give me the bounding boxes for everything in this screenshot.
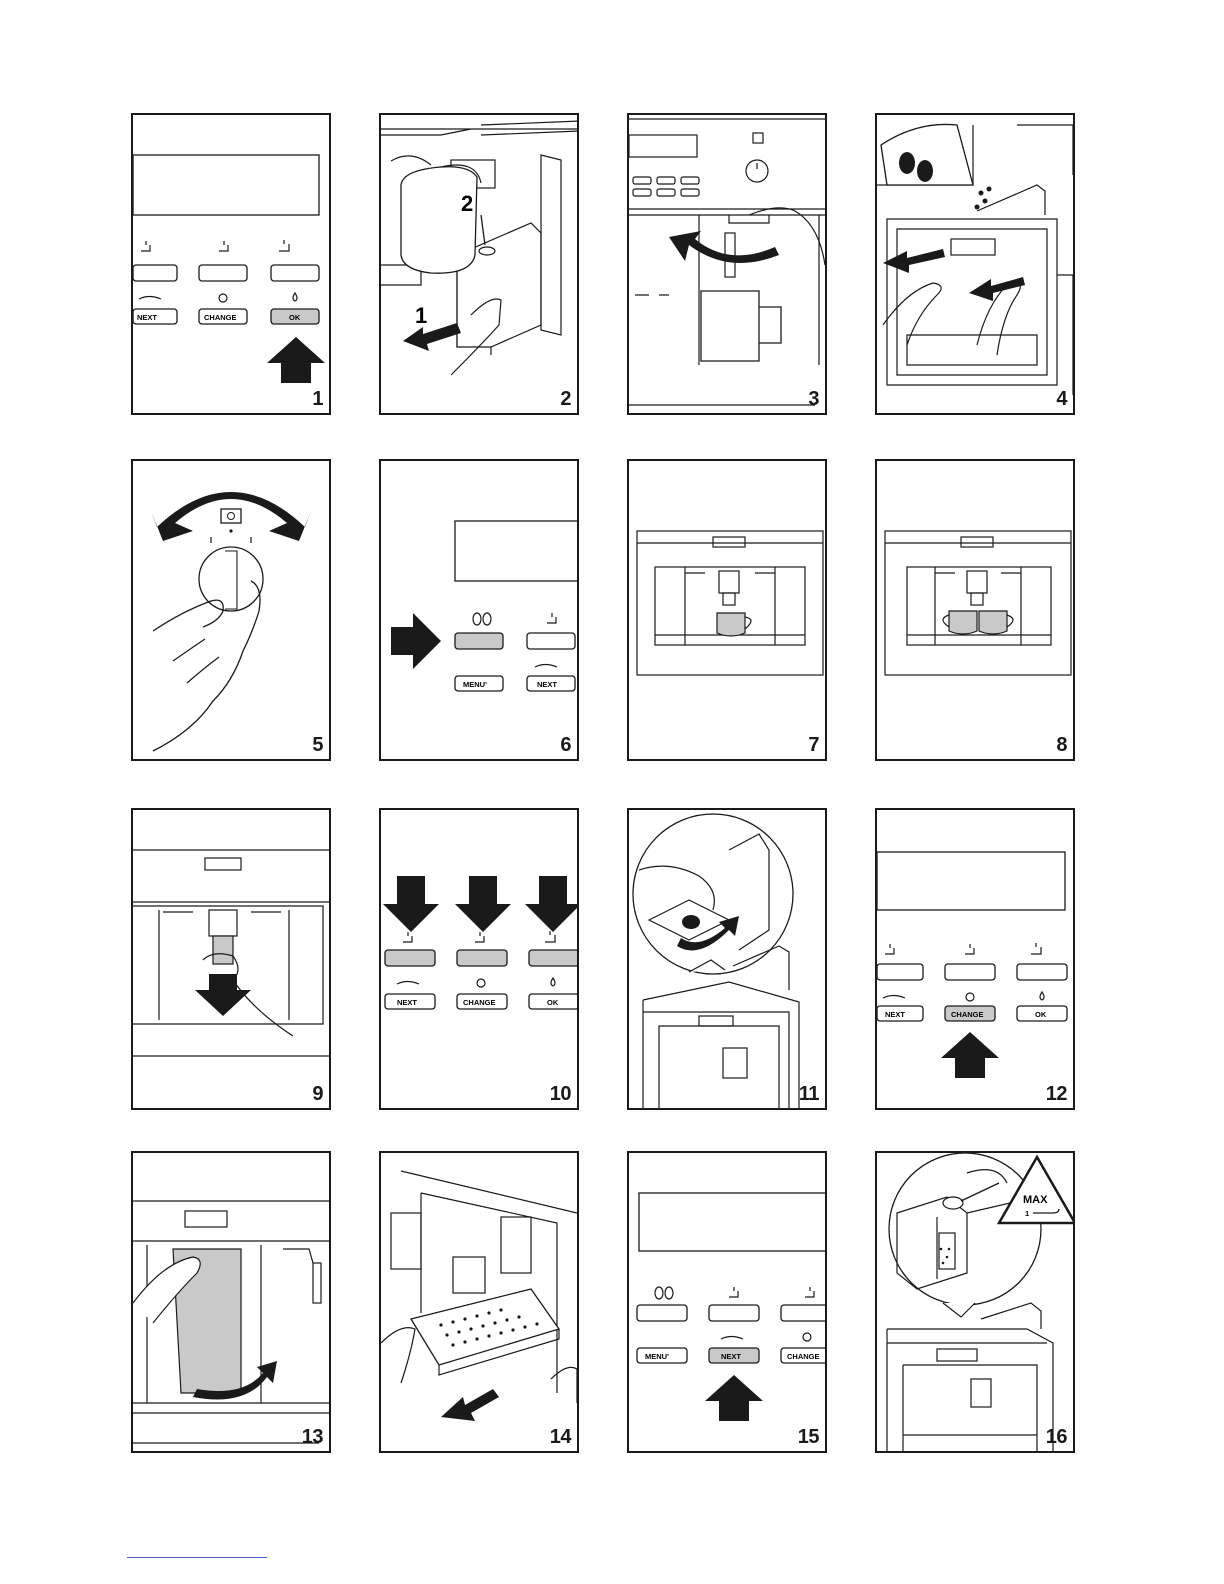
coffee-bean-icon (655, 1287, 663, 1299)
down-arrow-icon (455, 876, 511, 932)
panel-number: 10 (550, 1084, 571, 1104)
illustration-panel-5: 5 (131, 459, 331, 761)
down-arrow-icon (383, 876, 439, 932)
illustration-panel-9: 9 (131, 808, 331, 1110)
panel-number: 7 (808, 735, 819, 755)
pull-arrow-icon (403, 323, 461, 351)
coffee-bean-icon (917, 160, 933, 182)
max-quantity: 1 (1025, 1209, 1029, 1218)
footer-rule (127, 1557, 267, 1558)
panel-number: 13 (302, 1427, 323, 1447)
next-button-label: NEXT (537, 680, 557, 689)
illustration-panel-7: 7 (627, 459, 827, 761)
change-button-label: CHANGE (951, 1010, 984, 1019)
next-button-label: NEXT (721, 1352, 741, 1361)
change-button-label: CHANGE (787, 1352, 820, 1361)
illustration-panel-12: NEXT CHANGE OK 12 (875, 808, 1075, 1110)
illustration-panel-1: NEXT CHANGE OK 1 (131, 113, 331, 415)
up-arrow-icon (705, 1375, 763, 1421)
panel-number: 6 (560, 735, 571, 755)
illustration-panel-6: MENU' NEXT 6 (379, 459, 579, 761)
panel-number: 5 (312, 735, 323, 755)
panel-number: 9 (312, 1084, 323, 1104)
panel-number: 14 (550, 1427, 571, 1447)
up-arrow-icon (267, 337, 325, 383)
coffee-bean-icon (483, 613, 491, 625)
step-two-callout: 2 (461, 191, 473, 216)
next-button-label: NEXT (397, 998, 417, 1007)
up-arrow-icon (941, 1032, 999, 1078)
max-label: MAX (1023, 1194, 1048, 1206)
panel-number: 1 (312, 389, 323, 409)
ok-button-label: OK (547, 998, 559, 1007)
panel-number: 11 (799, 1084, 819, 1104)
change-button-label: CHANGE (204, 313, 237, 322)
illustration-panel-15: MENU' NEXT CHANGE 15 (627, 1151, 827, 1453)
illustration-panel-11: 11 (627, 808, 827, 1110)
rotate-arrow-icon (669, 231, 779, 263)
ok-button-label: OK (289, 313, 301, 322)
illustration-panel-3: 3 (627, 113, 827, 415)
change-button-label: CHANGE (463, 998, 496, 1007)
panel-number: 12 (1046, 1084, 1067, 1104)
next-button-label: NEXT (885, 1010, 905, 1019)
menu-button-label: MENU' (645, 1352, 669, 1361)
menu-button-label: MENU' (463, 680, 487, 689)
illustration-panel-4: 4 (875, 113, 1075, 415)
right-arrow-icon (391, 613, 441, 669)
panel-number: 4 (1056, 389, 1067, 409)
illustration-panel-16: MAX 1 16 (875, 1151, 1075, 1453)
panel-number: 8 (1056, 735, 1067, 755)
step-one-callout: 1 (415, 303, 427, 328)
rotate-arrow-icon (151, 492, 311, 541)
panel-number: 3 (808, 389, 819, 409)
down-arrow-icon (525, 876, 579, 932)
coffee-bean-icon (473, 613, 481, 625)
ok-button-label: OK (1035, 1010, 1047, 1019)
illustration-panel-8: 8 (875, 459, 1075, 761)
coffee-bean-icon (665, 1287, 673, 1299)
illustration-panel-2: 2 1 2 (379, 113, 579, 415)
illustration-panel-13: 13 (131, 1151, 331, 1453)
pull-arrow-icon (883, 249, 945, 273)
panel-number: 16 (1046, 1427, 1067, 1447)
coffee-bean-icon (899, 152, 915, 174)
pull-arrow-icon (441, 1389, 499, 1421)
illustration-panel-10: NEXT CHANGE OK 10 (379, 808, 579, 1110)
panel-number: 2 (560, 389, 571, 409)
panel-number: 15 (798, 1427, 819, 1447)
next-button-label: NEXT (137, 313, 157, 322)
down-arrow-icon (195, 974, 251, 1016)
illustration-panel-14: 14 (379, 1151, 579, 1453)
